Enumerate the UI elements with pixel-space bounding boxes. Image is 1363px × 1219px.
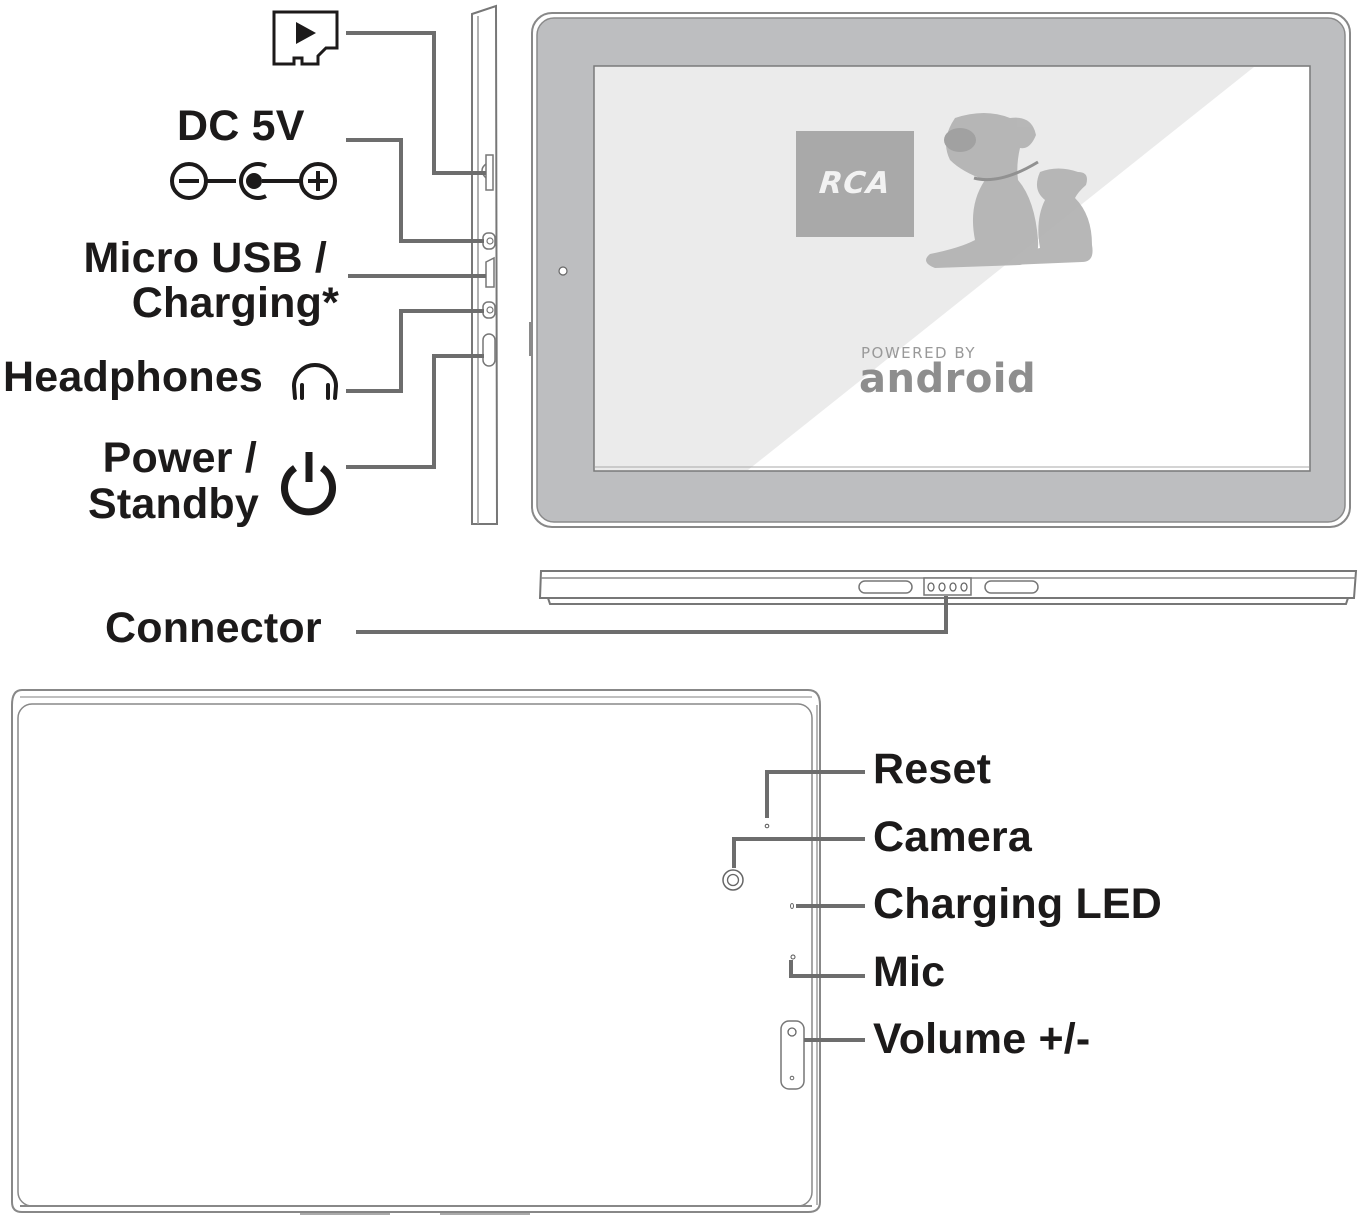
label-power-line2: Standby <box>87 480 259 528</box>
callout-line-microsd <box>346 31 486 175</box>
microsd-card-icon <box>272 10 339 66</box>
headphones-icon <box>291 363 339 400</box>
android-wordmark: android <box>859 356 1037 402</box>
rca-logo-box <box>796 131 914 237</box>
callout-line-connector <box>356 596 948 634</box>
tablet-front-view <box>529 12 1351 528</box>
callout-line-reset <box>765 770 865 818</box>
headphone-jack-port <box>482 301 496 319</box>
side-callout-lines <box>346 31 486 469</box>
charging-led <box>790 903 794 909</box>
tablet-back-view <box>11 689 821 1215</box>
bottom-slot-right <box>984 580 1039 594</box>
front-camera <box>558 266 568 276</box>
micro-usb-port <box>485 256 495 288</box>
callout-line-camera <box>732 837 865 868</box>
volume-rocker <box>780 1020 805 1090</box>
label-connector: Connector <box>105 604 322 652</box>
callout-line-mic <box>789 960 865 978</box>
rca-logo-text: RCA <box>817 166 893 201</box>
power-icon <box>281 452 336 516</box>
rear-camera <box>722 869 744 891</box>
label-camera: Camera <box>873 813 1032 861</box>
label-volume: Volume +/- <box>873 1015 1091 1063</box>
label-micro-usb-line2: Charging* <box>131 279 339 327</box>
label-reset: Reset <box>873 745 992 793</box>
back-callout-lines <box>732 770 865 1042</box>
label-micro-usb-line1: Micro USB / <box>83 234 327 282</box>
label-mic: Mic <box>873 948 946 996</box>
tablet-screen <box>558 65 1311 472</box>
callout-line-dc <box>346 138 484 243</box>
callout-line-headphones <box>346 309 484 393</box>
label-headphones: Headphones <box>3 353 264 401</box>
reset-pinhole <box>764 823 770 829</box>
label-power-line1: Power / <box>102 434 257 482</box>
label-dc-5v: DC 5V <box>177 102 305 150</box>
label-charging-led: Charging LED <box>873 880 1163 928</box>
dc-jack-port <box>482 232 496 250</box>
powered-by-text: POWERED BY <box>861 344 977 362</box>
callout-line-power <box>346 354 484 469</box>
power-button <box>482 333 496 367</box>
dogs-illustration <box>926 113 1093 268</box>
mic-hole <box>790 954 796 960</box>
dc-polarity-icon <box>170 162 337 200</box>
bottom-slot-left <box>858 580 913 594</box>
pogo-connector <box>923 577 972 596</box>
tablet-side-view <box>471 4 499 525</box>
